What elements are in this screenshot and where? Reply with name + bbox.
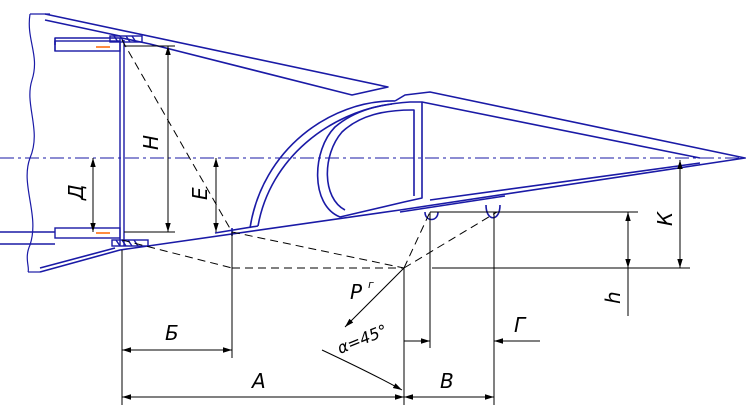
label-A: А (250, 369, 266, 393)
construction-lines (121, 39, 498, 269)
label-alpha: α=45° (334, 320, 390, 357)
label-B: Б (165, 321, 179, 345)
label-P: Р (350, 280, 363, 304)
label-V: В (440, 369, 454, 393)
label-D: Д (64, 184, 88, 201)
label-E: Е (188, 187, 212, 200)
label-h: h (601, 291, 625, 304)
label-K: К (653, 211, 677, 226)
label-P-sub: г (368, 278, 374, 291)
dimensions (90, 45, 690, 405)
wing-profile (39, 13, 746, 273)
frame-bulkhead (0, 35, 149, 247)
break-line (26, 13, 50, 273)
label-H: Н (139, 135, 163, 150)
label-G: Г (514, 313, 527, 337)
